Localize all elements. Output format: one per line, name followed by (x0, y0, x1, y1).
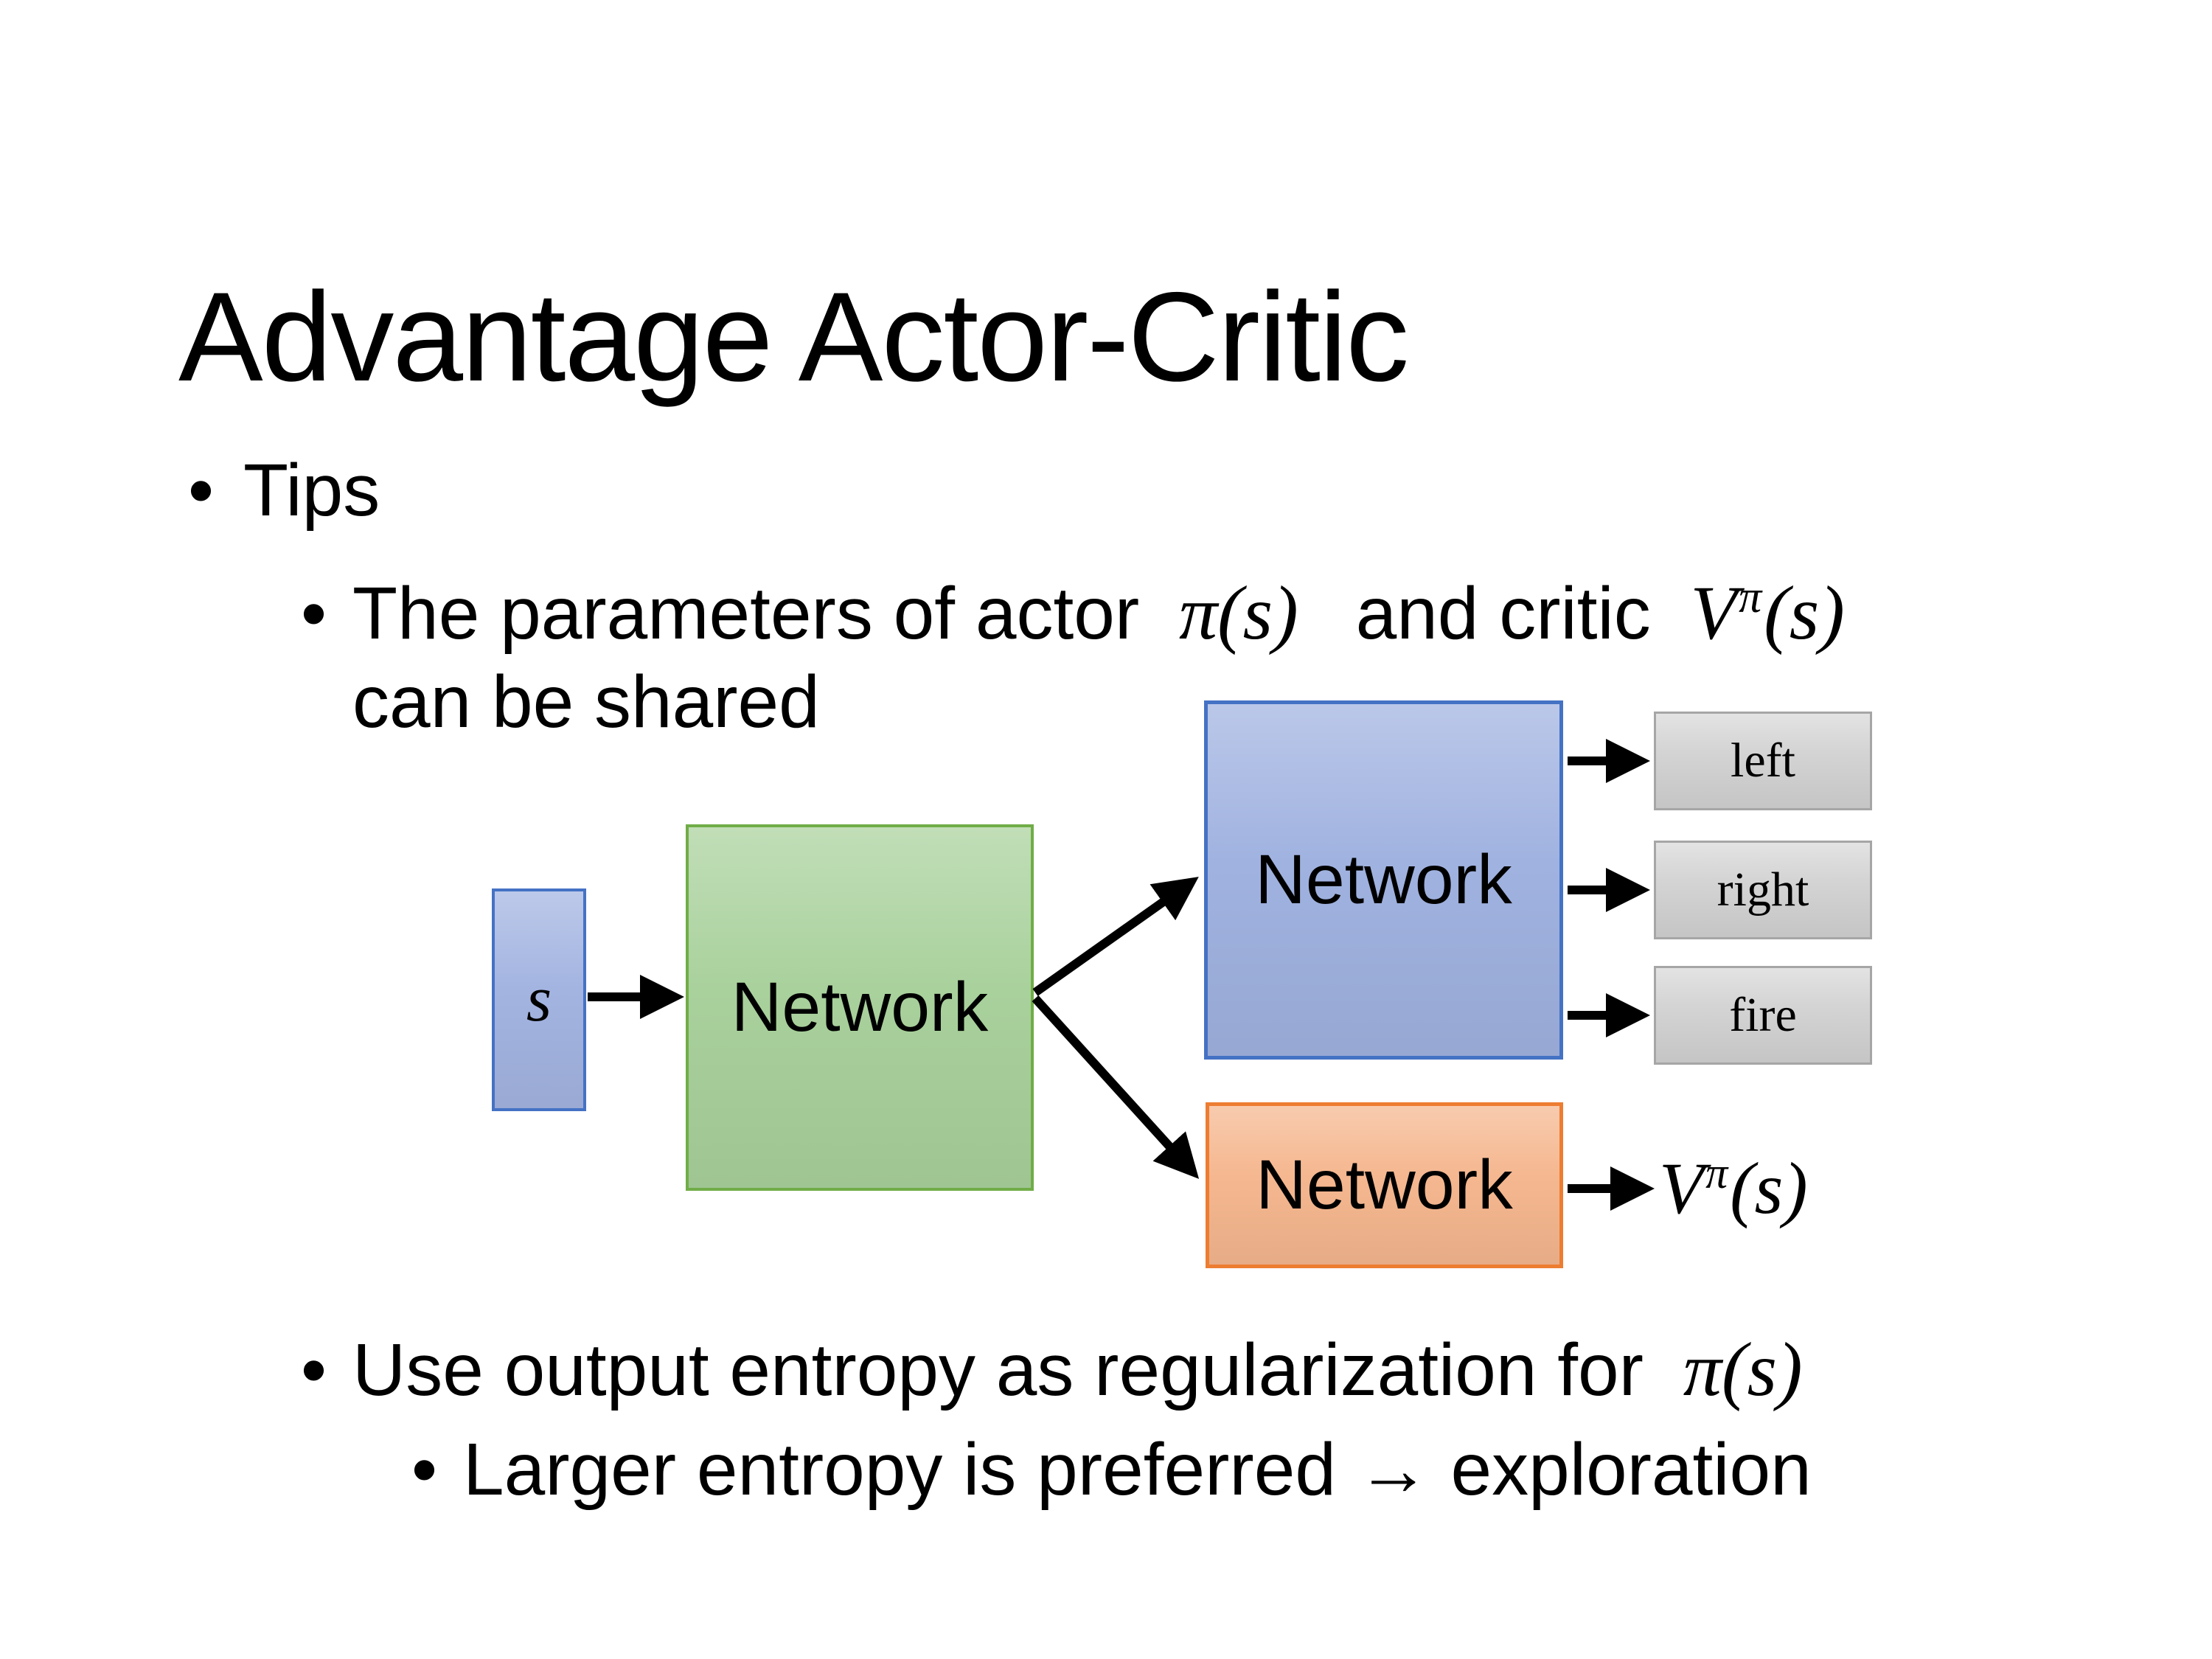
s-argument: (s) (1764, 571, 1845, 655)
bullet-icon: • (301, 572, 327, 655)
action-label-right: right (1717, 863, 1809, 917)
critic-v-pi-s-math: Vπ(s) (1691, 571, 1845, 655)
larger-entropy-text: Larger entropy is preferred → exploratio… (463, 1425, 1812, 1514)
tips-label: Tips (243, 446, 380, 535)
bullet-line-parameters: • The parameters of actor π(s) and criti… (301, 569, 1845, 658)
action-box-left: left (1654, 712, 1872, 810)
entropy-pi-s-math: π(s) (1683, 1327, 1803, 1412)
actor-network-box: Network (1204, 700, 1563, 1060)
pi-superscript: π (1739, 572, 1762, 623)
bullet-icon: • (411, 1428, 438, 1511)
critic-network-label: Network (1256, 1146, 1513, 1224)
arrow-shared-to-critic (1032, 995, 1200, 1179)
tips-text: Tips (243, 449, 380, 532)
bullet-line-tips: • Tips (188, 446, 380, 535)
critic-network-box: Network (1206, 1102, 1563, 1268)
v-symbol: V (1659, 1147, 1705, 1229)
pi-superscript: π (1705, 1148, 1728, 1197)
parameters-text: The parameters of actor π(s) and critic … (352, 569, 1845, 658)
arrow-shared-to-actor (1032, 877, 1199, 996)
shared-network-label: Network (731, 968, 989, 1046)
page-title: Advantage Actor-Critic (178, 266, 1409, 408)
bullet-icon: • (188, 449, 215, 532)
shared-network-box: Network (686, 824, 1034, 1191)
actor-network-label: Network (1255, 841, 1512, 919)
parameters-mid-text: and critic (1355, 572, 1651, 655)
entropy-pre-text: Use output entropy as regularization for (352, 1329, 1644, 1411)
bullet-line-larger-entropy: • Larger entropy is preferred → explorat… (411, 1425, 1812, 1514)
s-argument: (s) (1730, 1147, 1808, 1229)
parameters-line2: can be shared (352, 661, 820, 743)
larger-entropy-line: Larger entropy is preferred → exploratio… (463, 1428, 1812, 1511)
action-box-fire: fire (1654, 966, 1872, 1065)
state-input-box: s (492, 888, 586, 1111)
action-label-fire: fire (1729, 988, 1797, 1042)
actor-pi-s-math: π(s) (1178, 571, 1298, 655)
v-symbol: V (1690, 571, 1738, 655)
bullet-line-entropy: • Use output entropy as regularization f… (301, 1326, 1803, 1414)
entropy-text: Use output entropy as regularization for… (352, 1326, 1803, 1414)
action-label-left: left (1731, 734, 1795, 787)
parameters-pre-text: The parameters of actor (352, 572, 1140, 655)
value-output-math: Vπ(s) (1659, 1137, 1808, 1240)
action-box-right: right (1654, 841, 1872, 939)
bullet-icon: • (301, 1329, 327, 1411)
state-label: s (526, 964, 552, 1035)
